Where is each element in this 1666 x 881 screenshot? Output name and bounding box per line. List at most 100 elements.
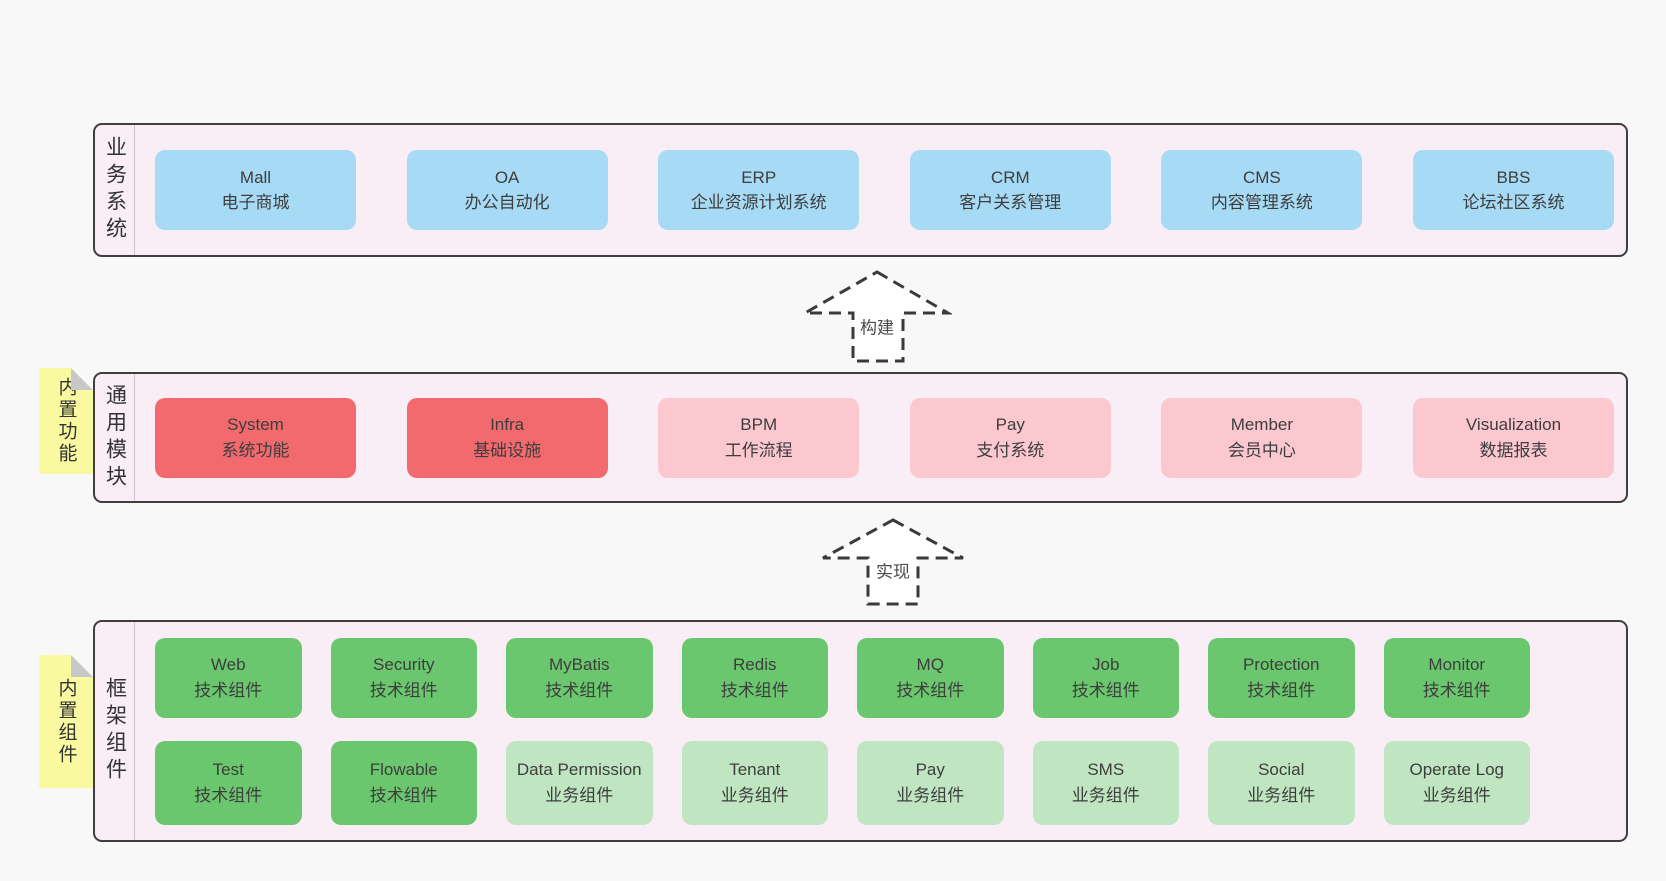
card-title: BPM	[740, 415, 778, 434]
card-subtitle: 系统功能	[221, 440, 290, 460]
card-title: MyBatis	[549, 655, 610, 674]
card-title: Redis	[733, 655, 777, 674]
card-subtitle: 客户关系管理	[959, 193, 1062, 212]
card-subtitle: 业务组件	[720, 785, 789, 805]
card-title: CMS	[1242, 167, 1281, 187]
card-sms: SMS 业务组件	[1032, 740, 1179, 825]
card-title: Social	[1258, 760, 1305, 779]
card-title: Data Permission	[516, 760, 642, 779]
card-cms: CMS 内容管理系统	[1161, 150, 1363, 230]
card-title: BBS	[1496, 167, 1531, 187]
card-test: Test 技术组件	[155, 740, 302, 825]
section-common-modules: 通用模块 System 系统功能 Infra 基础设施 BPM 工作流程 Pay…	[93, 372, 1628, 503]
build-arrow-label: 构建	[858, 312, 896, 340]
section-label-business: 业务系统	[95, 125, 135, 255]
card-mybatis: MyBatis 技术组件	[506, 637, 653, 718]
card-title: CRM	[990, 167, 1030, 187]
card-title: Security	[373, 655, 435, 674]
card-subtitle: 技术组件	[720, 680, 789, 700]
card-subtitle: 会员中心	[1227, 440, 1296, 460]
card-title: Job	[1092, 655, 1120, 674]
card-subtitle: 技术组件	[545, 680, 614, 700]
card-data-permission: Data Permission 业务组件	[506, 740, 653, 825]
sticky-note-builtin-components: 内置组件	[39, 655, 93, 788]
card-title: Flowable	[369, 760, 438, 779]
card-title: Visualization	[1465, 415, 1562, 434]
card-title: Tenant	[729, 760, 781, 779]
card-title: Pay	[915, 760, 945, 779]
card-web: Web 技术组件	[155, 637, 302, 718]
card-title: SMS	[1087, 760, 1125, 779]
card-protection: Protection 技术组件	[1208, 637, 1355, 718]
component-row-1: Web 技术组件 Security 技术组件 MyBatis 技术组件 Redi…	[155, 637, 1530, 718]
component-row-2: Test 技术组件 Flowable 技术组件 Data Permission …	[155, 740, 1530, 825]
card-bbs: BBS 论坛社区系统	[1412, 150, 1614, 230]
card-subtitle: 业务组件	[896, 785, 965, 805]
section-framework-components: 框架组件 Web 技术组件 Security 技术组件 MyBatis 技术组件…	[93, 620, 1628, 842]
card-subtitle: 技术组件	[896, 680, 965, 700]
section-business-systems: 业务系统 Mall 电子商城 OA 办公自动化 ERP 企业资源计划系统 CRM…	[93, 123, 1628, 257]
card-mq: MQ 技术组件	[857, 637, 1004, 718]
card-subtitle: 论坛社区系统	[1462, 193, 1565, 212]
sticky-note-text: 内置组件	[55, 677, 77, 766]
card-subtitle: 业务组件	[545, 785, 614, 805]
card-subtitle: 业务组件	[1247, 785, 1316, 805]
card-infra: Infra 基础设施	[406, 397, 608, 478]
card-subtitle: 办公自动化	[464, 193, 550, 212]
card-subtitle: 数据报表	[1479, 440, 1548, 460]
card-subtitle: 技术组件	[1422, 680, 1491, 700]
card-pay-module: Pay 支付系统	[909, 397, 1111, 478]
card-member: Member 会员中心	[1161, 397, 1363, 478]
sticky-fold-corner-icon	[71, 368, 93, 390]
card-title: OA	[494, 167, 520, 187]
card-crm: CRM 客户关系管理	[909, 150, 1111, 230]
card-security: Security 技术组件	[330, 637, 477, 718]
card-title: Member	[1230, 415, 1294, 434]
card-title: Web	[210, 655, 246, 674]
card-operate-log: Operate Log 业务组件	[1383, 740, 1530, 825]
card-title: Test	[212, 760, 244, 779]
sticky-fold-corner-icon	[71, 655, 93, 677]
card-subtitle: 技术组件	[1247, 680, 1316, 700]
card-title: Operate Log	[1409, 760, 1504, 779]
card-erp: ERP 企业资源计划系统	[658, 150, 860, 230]
card-subtitle: 技术组件	[369, 680, 438, 700]
sticky-note-text: 内置功能	[55, 377, 77, 465]
card-monitor: Monitor 技术组件	[1383, 637, 1530, 718]
card-bpm: BPM 工作流程	[658, 397, 860, 478]
card-title: Infra	[490, 415, 525, 434]
card-title: ERP	[741, 167, 777, 187]
card-redis: Redis 技术组件	[681, 637, 828, 718]
sticky-note-builtin-features: 内置功能	[39, 368, 93, 474]
card-system: System 系统功能	[155, 397, 356, 478]
card-flowable: Flowable 技术组件	[330, 740, 477, 825]
business-cards-row: Mall 电子商城 OA 办公自动化 ERP 企业资源计划系统 CRM 客户关系…	[135, 125, 1626, 255]
card-subtitle: 基础设施	[473, 440, 542, 460]
component-cards-grid: Web 技术组件 Security 技术组件 MyBatis 技术组件 Redi…	[135, 622, 1626, 840]
card-subtitle: 工作流程	[724, 440, 793, 460]
card-pay-component: Pay 业务组件	[857, 740, 1004, 825]
card-subtitle: 技术组件	[369, 785, 438, 805]
card-visualization: Visualization 数据报表	[1412, 397, 1614, 478]
section-label-components: 框架组件	[95, 622, 135, 840]
card-subtitle: 技术组件	[194, 680, 263, 700]
card-title: Protection	[1242, 655, 1320, 674]
card-job: Job 技术组件	[1032, 637, 1179, 718]
card-subtitle: 电子商城	[221, 193, 290, 212]
card-title: Mall	[239, 167, 272, 187]
card-subtitle: 企业资源计划系统	[690, 193, 827, 212]
card-mall: Mall 电子商城	[155, 150, 356, 230]
card-subtitle: 业务组件	[1071, 785, 1140, 805]
card-tenant: Tenant 业务组件	[681, 740, 828, 825]
card-subtitle: 业务组件	[1422, 785, 1491, 805]
card-social: Social 业务组件	[1208, 740, 1355, 825]
card-subtitle: 技术组件	[1071, 680, 1140, 700]
card-subtitle: 技术组件	[194, 785, 263, 805]
implement-arrow-label: 实现	[874, 556, 912, 584]
card-title: Monitor	[1428, 655, 1486, 674]
card-oa: OA 办公自动化	[406, 150, 608, 230]
card-title: Pay	[995, 415, 1025, 434]
card-title: System	[227, 415, 284, 434]
module-cards-row: System 系统功能 Infra 基础设施 BPM 工作流程 Pay 支付系统…	[135, 374, 1626, 501]
card-subtitle: 内容管理系统	[1210, 193, 1313, 212]
